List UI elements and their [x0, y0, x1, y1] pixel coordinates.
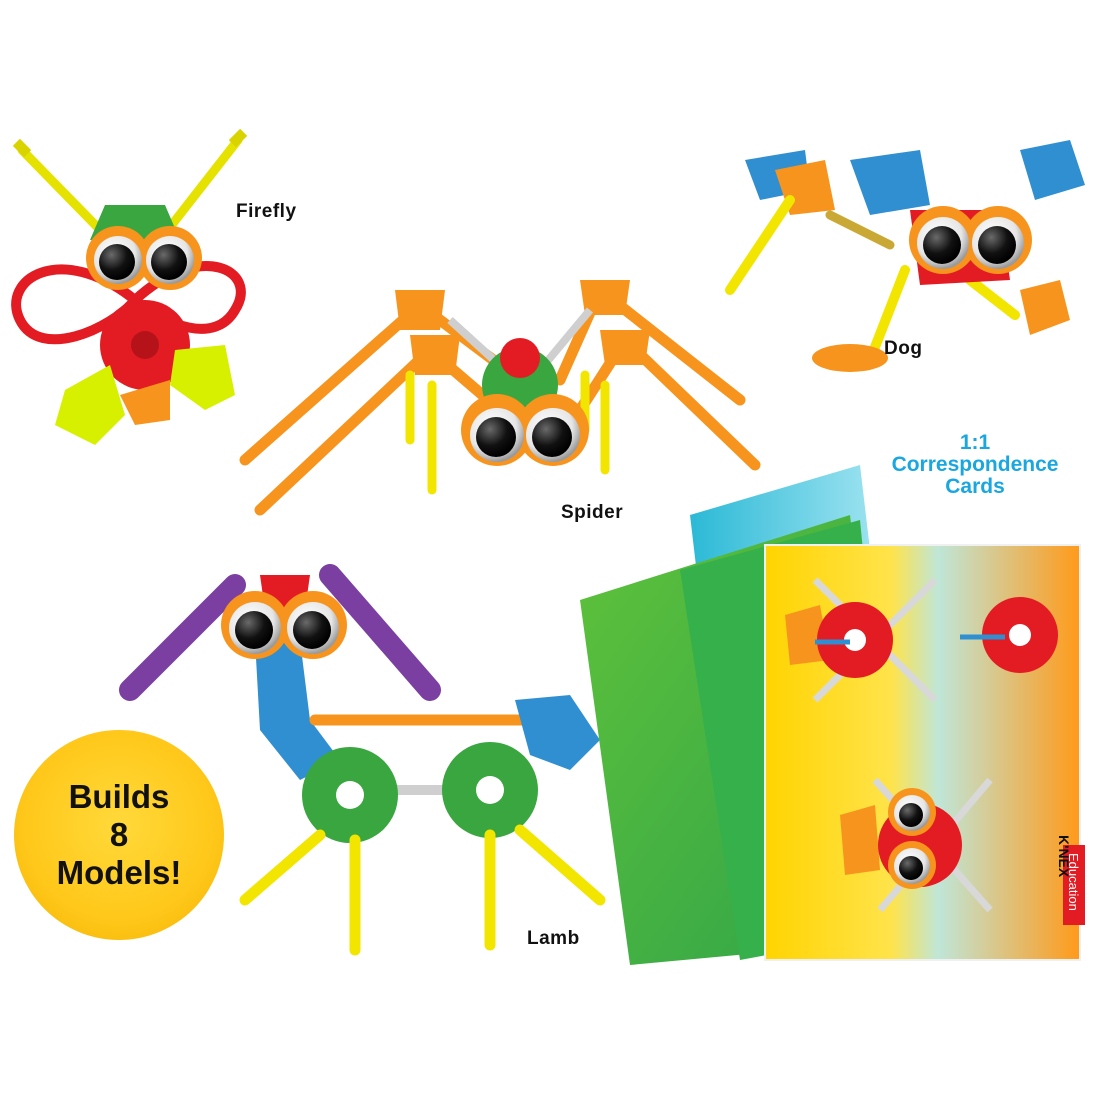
- cards-title-line2: Correspondence: [891, 453, 1059, 476]
- lamb-label: Lamb: [527, 928, 580, 949]
- brand-top-text: K'NEX: [1056, 835, 1072, 878]
- correspondence-cards: [580, 465, 1081, 965]
- builds-models-badge: Builds 8 Models!: [14, 730, 224, 940]
- badge-line1: Builds: [68, 778, 170, 815]
- dog-model: [725, 140, 1085, 372]
- spider-label: Spider: [561, 502, 624, 523]
- badge-line2: 8: [109, 816, 129, 853]
- brand-bottom-text: Education: [1066, 853, 1081, 911]
- cards-title-line3: Cards: [945, 475, 1005, 498]
- knex-education-logo: K'NEX Education: [1045, 775, 1085, 925]
- spider-model: [239, 280, 761, 516]
- lamb-model: [119, 564, 606, 956]
- firefly-label: Firefly: [236, 201, 297, 222]
- dog-label: Dog: [884, 338, 923, 359]
- cards-title-line1: 1:1: [959, 431, 991, 454]
- badge-line3: Models!: [56, 854, 182, 891]
- cards-title: 1:1 Correspondence Cards: [840, 432, 1100, 498]
- firefly-model: [11, 128, 248, 445]
